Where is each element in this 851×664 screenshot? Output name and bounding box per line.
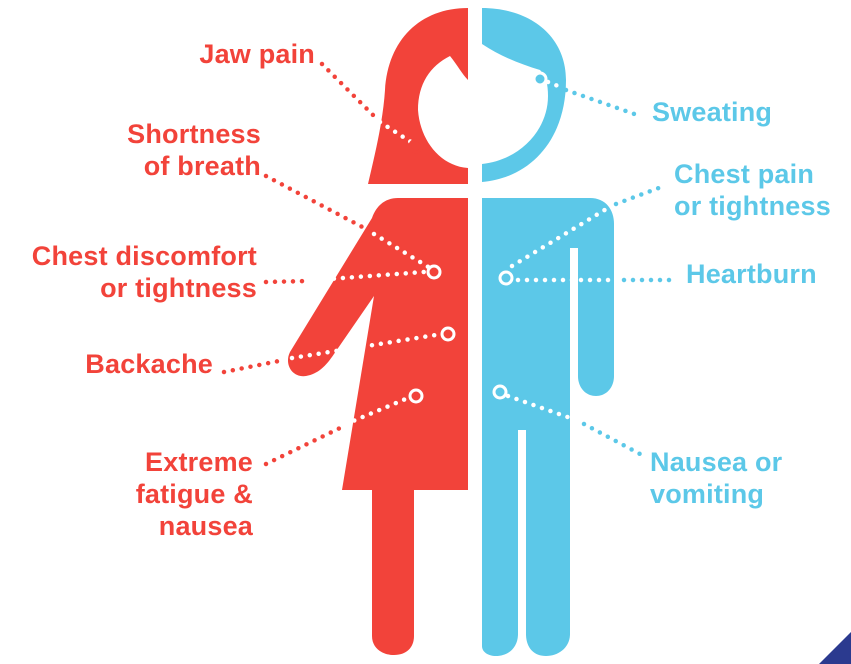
- label-chest-pain-line1: Chest pain: [674, 158, 831, 190]
- leader-fatigue: [266, 428, 340, 464]
- label-heartburn: Heartburn: [686, 258, 817, 290]
- leader-jaw-pain: [322, 64, 376, 118]
- leader-shortness: [266, 176, 368, 230]
- label-fatigue-line1: Extreme: [136, 446, 253, 478]
- label-sweating-text: Sweating: [652, 96, 772, 128]
- marker-jaw-pain: [410, 140, 422, 152]
- label-extreme-fatigue: Extreme fatigue & nausea: [136, 446, 253, 542]
- label-jaw-pain-text: Jaw pain: [199, 38, 315, 70]
- label-chest-discomfort-line2: or tightness: [32, 272, 257, 304]
- corner-decoration: [819, 632, 851, 664]
- label-shortness-line1: Shortness: [127, 118, 261, 150]
- label-fatigue-line2: fatigue &: [136, 478, 253, 510]
- marker-nausea: [494, 386, 506, 398]
- label-jaw-pain: Jaw pain: [199, 38, 315, 70]
- leader-chest-pain-out: [616, 186, 664, 204]
- label-nausea-line2: vomiting: [650, 478, 782, 510]
- label-fatigue-line3: nausea: [136, 510, 253, 542]
- leader-chest-discomfort: [266, 281, 308, 282]
- leader-sweating-out: [566, 90, 640, 116]
- woman-dress: [288, 198, 468, 655]
- label-chest-pain: Chest pain or tightness: [674, 158, 831, 222]
- marker-chest-heartburn: [500, 272, 512, 284]
- man-body: [482, 198, 614, 656]
- marker-shortness: [428, 266, 440, 278]
- label-heartburn-text: Heartburn: [686, 258, 817, 290]
- label-chest-discomfort: Chest discomfort or tightness: [32, 240, 257, 304]
- label-nausea-line1: Nausea or: [650, 446, 782, 478]
- woman-head: [368, 8, 468, 184]
- label-backache-text: Backache: [85, 348, 213, 380]
- label-nausea: Nausea or vomiting: [650, 446, 782, 510]
- label-sweating: Sweating: [652, 96, 772, 128]
- man-hair: [482, 8, 566, 182]
- label-shortness-of-breath: Shortness of breath: [127, 118, 261, 182]
- marker-fatigue: [410, 390, 422, 402]
- label-chest-discomfort-line1: Chest discomfort: [32, 240, 257, 272]
- leader-backache: [224, 360, 284, 372]
- leader-nausea-out: [584, 424, 640, 454]
- marker-sweating: [534, 73, 546, 85]
- man-figure: [482, 8, 614, 656]
- marker-backache: [442, 328, 454, 340]
- label-shortness-line2: of breath: [127, 150, 261, 182]
- label-chest-pain-line2: or tightness: [674, 190, 831, 222]
- label-backache: Backache: [85, 348, 213, 380]
